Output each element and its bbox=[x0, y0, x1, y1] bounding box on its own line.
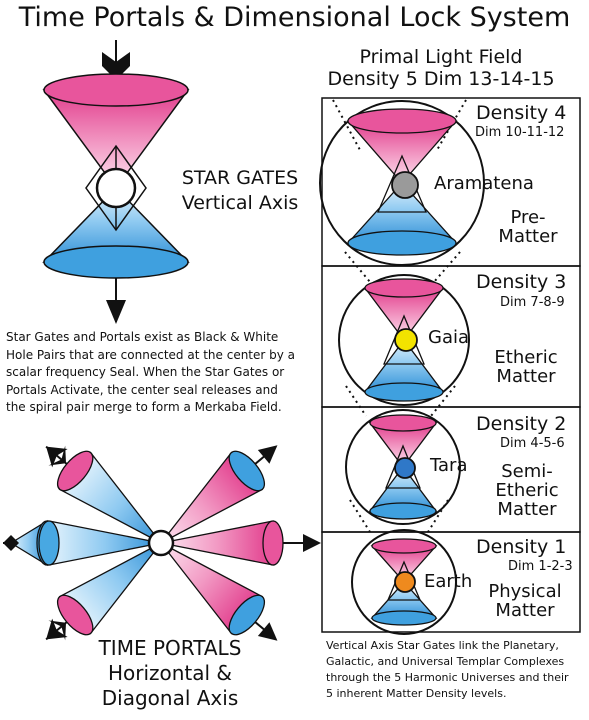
density-1-name: Density 1 bbox=[476, 536, 567, 558]
arrow-fletching-icon bbox=[102, 52, 130, 80]
time-portals-line-1: TIME PORTALS bbox=[98, 636, 242, 660]
density-1-figure bbox=[351, 529, 457, 635]
density-2-type: Semi- Etheric Matter bbox=[488, 462, 566, 519]
description-line: Portals Activate, the center seal releas… bbox=[6, 382, 278, 397]
density-3-type: Etheric Matter bbox=[486, 348, 566, 386]
star-gates-line-1: STAR GATES bbox=[181, 167, 299, 189]
density-4-figure bbox=[319, 100, 485, 266]
density-column bbox=[319, 97, 581, 635]
density-4-center-label: Aramatena bbox=[434, 173, 534, 194]
primal-line-1: Primal Light Field bbox=[359, 46, 523, 68]
density-3-figure bbox=[338, 274, 470, 406]
time-portals-figure bbox=[3, 445, 321, 641]
density-3-dims: Dim 7-8-9 bbox=[500, 295, 565, 310]
star-gates-label: STAR GATES Vertical Axis bbox=[160, 166, 320, 216]
time-portals-label: TIME PORTALS Horizontal & Diagonal Axis bbox=[60, 636, 280, 711]
density-1-center-label: Earth bbox=[424, 571, 473, 592]
arrowhead-down-icon bbox=[106, 300, 126, 324]
density-2-type-line-2: Etheric bbox=[495, 480, 559, 501]
density-1-type-line-2: Matter bbox=[495, 600, 555, 621]
density-4-type: Pre- Matter bbox=[490, 208, 566, 246]
primal-light-field-label: Primal Light Field Density 5 Dim 13-14-1… bbox=[326, 46, 556, 90]
primal-line-2: Density 5 Dim 13-14-15 bbox=[327, 68, 555, 90]
density-3-name: Density 3 bbox=[476, 271, 567, 293]
density-1-type: Physical Matter bbox=[480, 582, 570, 620]
footer-line: Galactic, and Universal Templar Complexe… bbox=[326, 655, 565, 668]
star-gate-vertical-figure bbox=[42, 40, 190, 324]
footer-note: Vertical Axis Star Gates link the Planet… bbox=[326, 638, 588, 702]
density-3-center-label: Gaia bbox=[428, 327, 470, 348]
description-line: Star Gates and Portals exist as Black & … bbox=[6, 330, 279, 344]
description-paragraph: Star Gates and Portals exist as Black & … bbox=[6, 329, 326, 417]
density-1-type-line-1: Physical bbox=[488, 581, 562, 602]
description-line: the spiral pair merge to form a Merkaba … bbox=[6, 400, 282, 414]
density-3-type-line-1: Etheric bbox=[494, 347, 558, 368]
density-2-figure bbox=[345, 409, 461, 525]
footer-line: Vertical Axis Star Gates link the Planet… bbox=[326, 639, 559, 652]
description-line: Hole Pairs that are connected at the cen… bbox=[6, 347, 296, 362]
density-2-type-line-1: Semi- bbox=[501, 461, 553, 482]
time-portals-line-2: Horizontal & bbox=[107, 661, 233, 685]
portal-center-seal bbox=[147, 529, 175, 557]
density-2-type-line-3: Matter bbox=[497, 499, 557, 520]
density-4-name: Density 4 bbox=[476, 102, 567, 124]
center-seal bbox=[95, 167, 137, 209]
density-2-dims: Dim 4-5-6 bbox=[500, 436, 565, 451]
density-3-type-line-2: Matter bbox=[496, 366, 556, 387]
star-gates-line-2: Vertical Axis bbox=[181, 192, 299, 214]
description-line: scalar frequency Seal. When the Star Gat… bbox=[6, 365, 285, 379]
footer-line: through the 5 Harmonic Universes and the… bbox=[326, 671, 569, 684]
density-4-type-line-2: Matter bbox=[498, 226, 558, 247]
density-2-center-label: Tara bbox=[430, 455, 468, 476]
time-portals-line-3: Diagonal Axis bbox=[101, 686, 239, 710]
page-title: Time Portals & Dimensional Lock System bbox=[18, 2, 571, 33]
density-4-type-line-1: Pre- bbox=[510, 207, 546, 228]
density-1-dims: Dim 1-2-3 bbox=[508, 559, 573, 574]
density-4-dims: Dim 10-11-12 bbox=[475, 125, 565, 140]
density-2-name: Density 2 bbox=[476, 413, 567, 435]
footer-line: 5 inherent Matter Density levels. bbox=[326, 687, 507, 700]
